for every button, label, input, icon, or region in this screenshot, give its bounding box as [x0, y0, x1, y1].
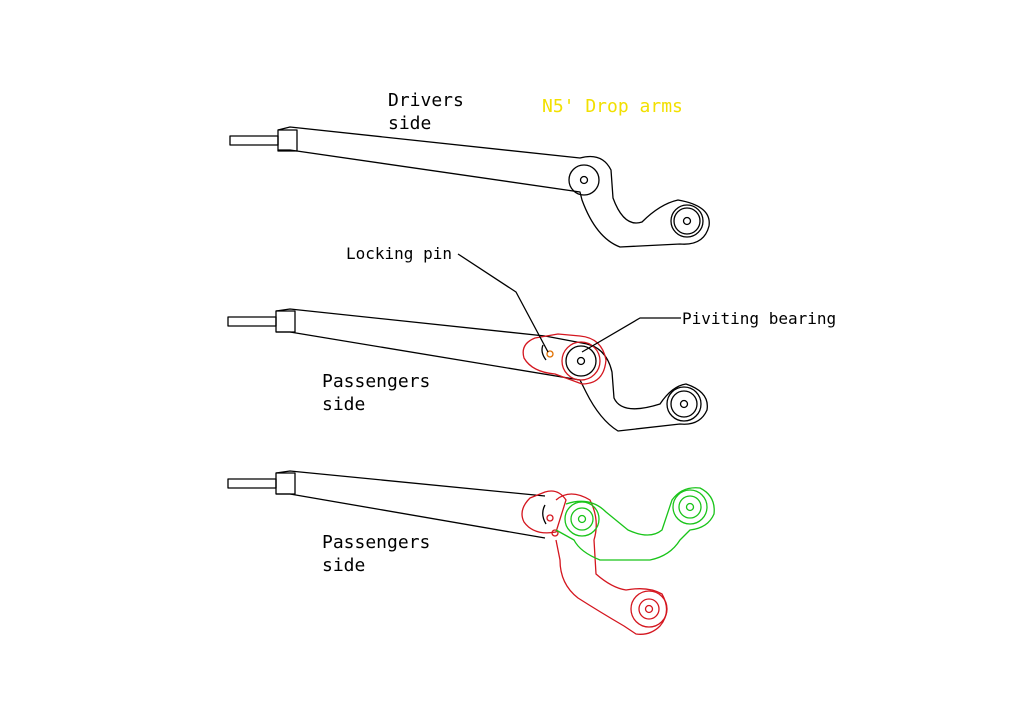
raised-end-bearing-outer [672, 489, 708, 525]
arm-end-sleeve [277, 129, 298, 152]
locking-pin-leader [457, 253, 549, 353]
pivot-bearing-inner [579, 175, 589, 185]
passengers-side-label-a-line2: side [322, 394, 365, 415]
arm-end-stub [227, 316, 277, 327]
lowered-end-bearing-outer [630, 590, 668, 628]
pivot-bearing-outer [568, 164, 600, 196]
passengers-side-arm-drop [227, 470, 715, 635]
pivot-bearing-green-outer [564, 501, 600, 537]
pin-hole-red-upper [546, 514, 554, 522]
raised-end-bearing-ring [678, 495, 702, 519]
lowered-arm-red [555, 493, 668, 635]
passengers-side-label-a-line1: Passengers [322, 371, 430, 392]
drop-end-bearing-ring [673, 207, 701, 235]
locking-pin-notch [541, 344, 547, 361]
raised-end-bearing-inner [685, 502, 695, 512]
arm-end-stub [227, 478, 277, 489]
lowered-end-bearing-inner [644, 604, 654, 614]
pivoting-bearing-label: Piviting bearing [682, 309, 836, 328]
pivot-bearing-green-ring [570, 507, 594, 531]
pivot-bearing-red-ring [561, 341, 601, 381]
drivers-side-label-line2: side [388, 113, 431, 134]
pivot-bearing-inner [576, 356, 586, 366]
arm-outline [277, 126, 710, 248]
arm-end-stub [229, 135, 279, 146]
arm-end-sleeve [275, 472, 296, 495]
locking-bracket [522, 333, 607, 385]
drivers-side-arm [229, 126, 710, 248]
passengers-side-arm-locked [227, 308, 708, 432]
passengers-side-label-b-line1: Passengers [322, 532, 430, 553]
locking-bracket [521, 490, 567, 534]
pivot-bearing-outer [565, 345, 597, 377]
passengers-side-label-b-line2: side [322, 555, 365, 576]
drop-end-bearing-inner [682, 216, 692, 226]
arm-outline [275, 470, 546, 539]
drop-end-bearing-outer [666, 386, 702, 422]
drivers-side-label-line1: Drivers [388, 90, 464, 111]
arm-end-sleeve [275, 310, 296, 333]
pivot-bearing-green-inner [577, 514, 587, 524]
arm-outline [275, 308, 708, 432]
pin-hole-red-lower [551, 529, 559, 537]
lowered-end-bearing-ring [638, 598, 660, 620]
pivoting-bearing-leader [581, 317, 681, 353]
diagram-title: N5' Drop arms [542, 96, 683, 117]
drop-end-bearing-ring [670, 390, 698, 418]
drop-end-bearing-outer [670, 204, 704, 238]
locking-pin-hole [546, 350, 554, 358]
locking-pin-label: Locking pin [346, 244, 452, 263]
raised-arm-green [555, 487, 715, 561]
locking-pin-notch [542, 504, 547, 525]
drop-end-bearing-inner [679, 399, 689, 409]
